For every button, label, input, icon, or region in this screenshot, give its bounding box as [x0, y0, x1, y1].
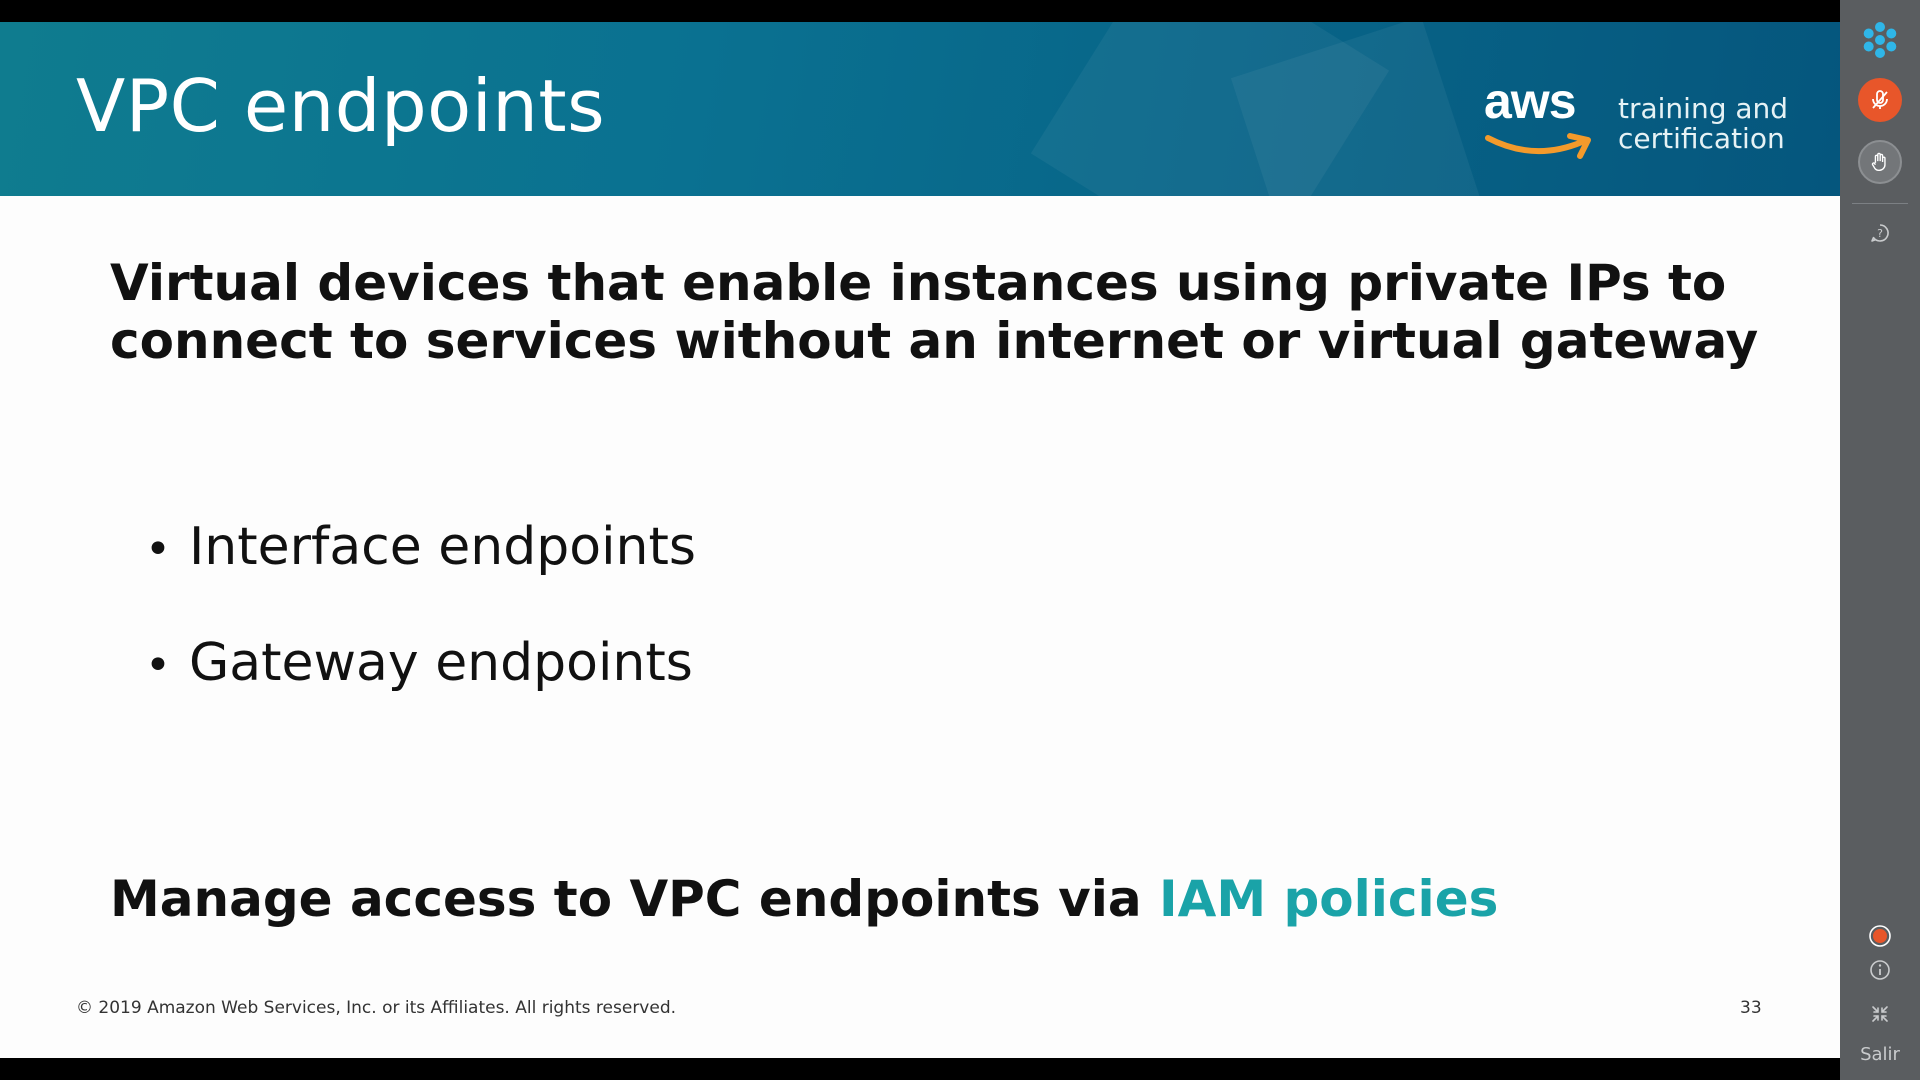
microphone-icon[interactable] [1858, 78, 1902, 122]
brand-text-line2: certification [1618, 122, 1785, 155]
exit-button[interactable]: Salir [1860, 1044, 1900, 1065]
slide-header: VPC endpoints aws training and certifica… [0, 22, 1840, 196]
slide-number: 33 [1740, 998, 1762, 1018]
manage-access-statement: Manage access to VPC endpoints via IAM p… [110, 870, 1498, 928]
help-icon[interactable]: ? [1868, 221, 1892, 245]
aws-logo: aws [1484, 72, 1599, 172]
footer-copyright: © 2019 Amazon Web Services, Inc. or its … [76, 998, 677, 1018]
bullet-list: Interface endpoints Gateway endpoints [145, 512, 696, 744]
bullet-item: Gateway endpoints [145, 628, 696, 744]
sidebar-divider [1852, 203, 1908, 204]
app-logo-icon[interactable] [1858, 18, 1902, 62]
aws-smile-icon [1485, 133, 1591, 159]
iam-policies-highlight: IAM policies [1159, 870, 1499, 928]
info-icon[interactable] [1868, 958, 1892, 982]
session-sidebar: ? Salir [1840, 0, 1920, 1080]
collapse-icon[interactable] [1868, 1002, 1892, 1026]
svg-text:?: ? [1877, 227, 1883, 240]
lead-statement: Virtual devices that enable instances us… [110, 254, 1759, 370]
slide-title: VPC endpoints [76, 64, 606, 148]
aws-logo-word: aws [1484, 73, 1577, 129]
brand-text: training and certification [1618, 94, 1788, 154]
raise-hand-icon[interactable] [1858, 140, 1902, 184]
bullet-item: Interface endpoints [145, 512, 696, 628]
presentation-slide: VPC endpoints aws training and certifica… [0, 22, 1840, 1058]
manage-access-text: Manage access to VPC endpoints via [110, 870, 1160, 928]
record-icon[interactable] [1868, 924, 1892, 948]
brand-text-line1: training and [1618, 92, 1789, 125]
